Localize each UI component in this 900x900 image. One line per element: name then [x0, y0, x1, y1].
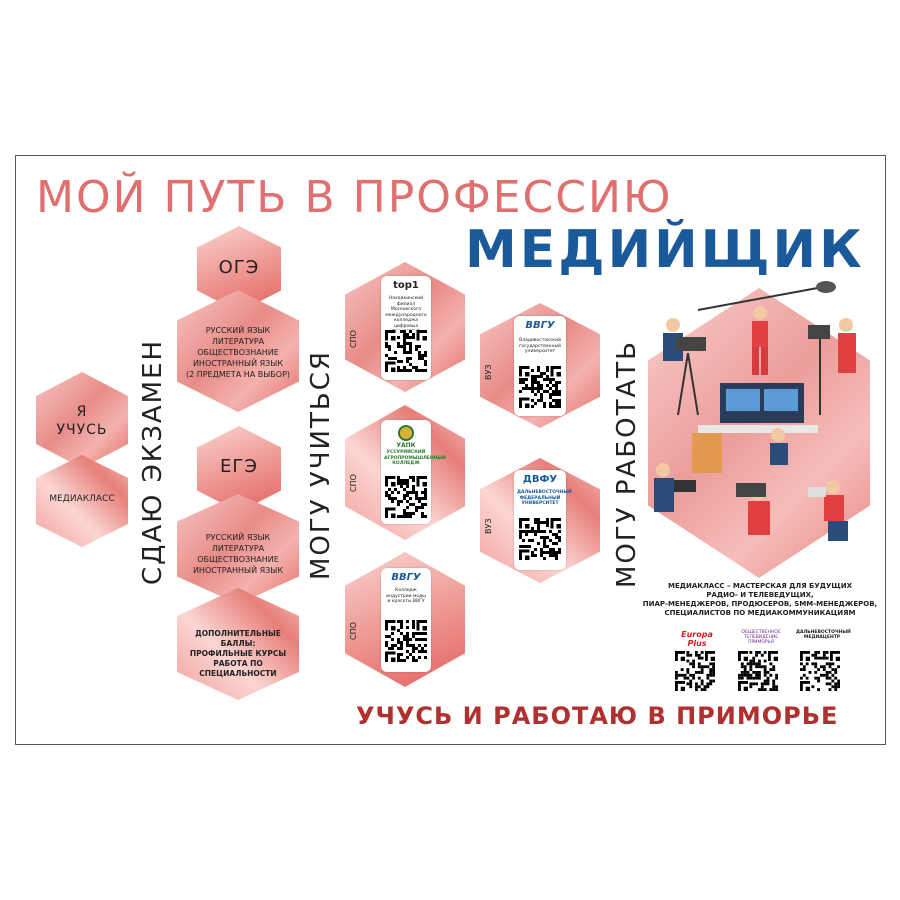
oge-subjects: РУССКИЙ ЯЗЫК ЛИТЕРАТУРА ОБЩЕСТВОЗНАНИЕ И…: [185, 326, 291, 379]
spo-label-1: СПО: [349, 330, 358, 348]
media-team-illustration: [654, 281, 856, 541]
vvgu-logo-1: ВВГУ: [391, 572, 421, 583]
qr-code-college-3[interactable]: [385, 620, 427, 662]
dv-mediacenter-logo: ДАЛЬНЕВОСТОЧНЫЙ МЕДИАЦЕНТР: [796, 630, 851, 640]
top1-logo: top1: [393, 280, 419, 291]
spo-label-2: СПО: [349, 474, 358, 492]
europa-plus-logo: Europa Plus: [681, 630, 713, 648]
college-card-1: top1 Находкинский филиал Московского меж…: [381, 276, 431, 380]
dvfu-logo: ДВФУ: [522, 474, 558, 485]
ege-label: ЕГЭ: [220, 456, 258, 477]
page-subtitle: МЕДИЙЩИК: [465, 220, 865, 280]
qr-code-europa-plus[interactable]: [675, 651, 715, 691]
qr-code-otp[interactable]: [738, 651, 778, 691]
university-card-2: ДВФУ ДАЛЬНЕВОСТОЧНЫЙ ФЕДЕРАЛЬНЫЙ УНИВЕРС…: [514, 470, 572, 570]
exams-heading: СДАЮ ЭКЗАМЕН: [138, 338, 168, 585]
vuz-label-1: ВУЗ: [484, 364, 493, 381]
page-title: МОЙ ПУТЬ В ПРОФЕССИЮ: [36, 172, 673, 223]
university-2-text: ДАЛЬНЕВОСТОЧНЫЙ ФЕДЕРАЛЬНЫЙ УНИВЕРСИТЕТ: [517, 490, 572, 506]
university-card-1: ВВГУ Владивостокский государственный уни…: [514, 316, 566, 416]
study-heading: МОГУ УЧИТЬСЯ: [306, 350, 336, 580]
oge-label: ОГЭ: [218, 257, 260, 278]
ege-subjects: РУССКИЙ ЯЗЫК ЛИТЕРАТУРА ОБЩЕСТВОЗНАНИЕ И…: [192, 533, 284, 575]
qr-code-mediacenter[interactable]: [800, 651, 840, 691]
qr-code-university-2[interactable]: [519, 518, 561, 560]
uapk-logo: УАПК: [396, 442, 416, 449]
college-card-2: УАПК УССУРИЙСКИЙ АГРОПРОМЫШЛЕННЫЙ КОЛЛЕД…: [381, 420, 446, 524]
university-1-text: Владивостокский государственный универси…: [519, 338, 561, 354]
uapk-emblem-icon: [398, 425, 414, 441]
vuz-label-2: ВУЗ: [484, 518, 493, 535]
vvgu-logo-2: ВВГУ: [525, 320, 555, 331]
hex-oge-subjects: [177, 290, 299, 412]
hex-extra-points: [177, 588, 299, 700]
extra-points: ДОПОЛНИТЕЛЬНЫЕ БАЛЛЫ: ПРОФИЛЬНЫЕ КУРСЫ Р…: [189, 629, 287, 678]
bottom-slogan: УЧУСЬ И РАБОТАЮ В ПРИМОРЬЕ: [356, 702, 839, 730]
qr-code-college-2[interactable]: [385, 476, 427, 518]
spo-label-3: СПО: [349, 622, 358, 640]
college-2-text: УССУРИЙСКИЙ АГРОПРОМЫШЛЕННЫЙ КОЛЛЕДЖ: [384, 450, 446, 466]
qr-code-college-1[interactable]: [385, 330, 427, 372]
i-study-label: Я УЧУСЬ: [56, 404, 108, 438]
college-card-3: ВВГУ Колледж индустрии моды и красоты ВВ…: [381, 568, 431, 672]
college-3-text: Колледж индустрии моды и красоты ВВГУ: [386, 588, 426, 604]
media-class-description: МЕДИАКЛАСС – МАСТЕРСКАЯ ДЛЯ БУДУЩИХ РАДИ…: [642, 582, 878, 617]
otp-logo: ОБЩЕСТВЕННОЕ ТЕЛЕВИДЕНИЕ ПРИМОРЬЯ: [741, 630, 781, 645]
media-class-label: МЕДИАКЛАСС: [49, 494, 115, 504]
qr-code-university-1[interactable]: [519, 366, 561, 408]
work-heading: МОГУ РАБОТАТЬ: [612, 339, 642, 588]
